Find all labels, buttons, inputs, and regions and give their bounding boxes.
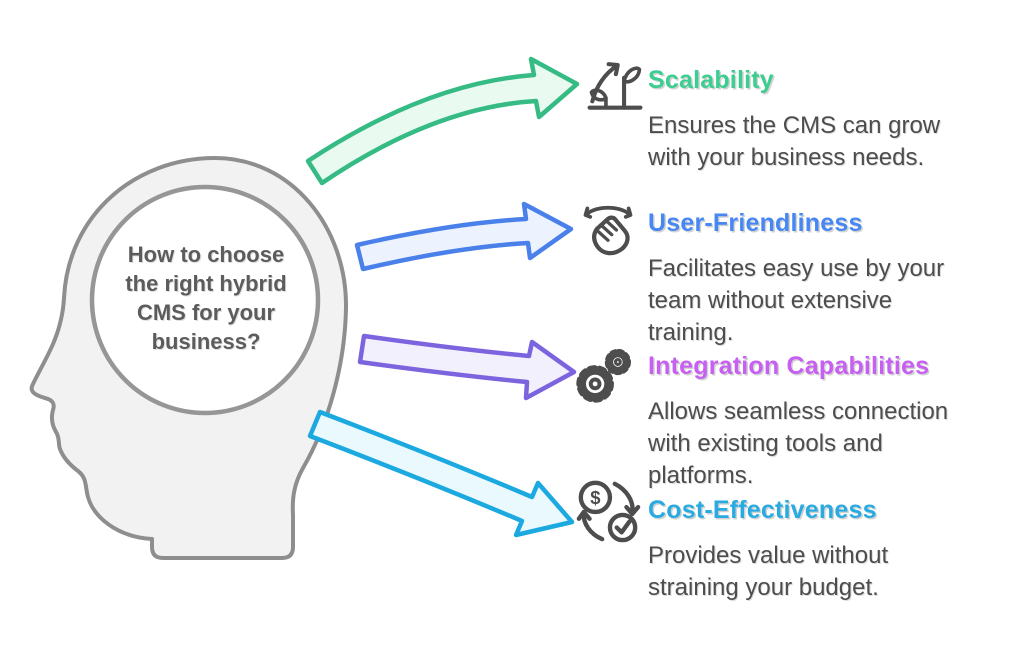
central-question: How to choose the right hybrid CMS for y… [100,240,312,356]
money-cycle-icon: $ [575,478,641,544]
arrow-to-scalability [305,56,580,186]
arrow-to-cost-effectiveness [307,409,575,538]
central-question-line: business? [151,329,261,354]
central-question-line: CMS for your [136,300,276,325]
item-description-scalability: Ensures the CMS can grow with your busin… [648,112,941,171]
benefit-item-integration-capabilities: Integration Capabilities Allows seamless… [648,352,1024,492]
thought-circle [89,184,321,416]
item-title-cost-effectiveness: Cost-Effectiveness [648,496,877,524]
item-description-cost-effectiveness: Provides value without straining your bu… [648,542,889,601]
benefit-item-scalability: Scalability Ensures the CMS can grow wit… [648,66,1024,174]
item-description-user-friendliness: Facilitates easy use by your team withou… [648,255,945,346]
central-question-line: the right hybrid [125,271,287,296]
arrow-to-user-friendliness [354,201,574,272]
growth-plant-icon [586,52,644,118]
waving-hand-icon [578,198,638,262]
benefit-item-user-friendliness: User-Friendliness Facilitates easy use b… [648,209,1024,349]
central-question-line: How to choose [127,242,285,267]
benefit-item-cost-effectiveness: Cost-Effectiveness Provides value withou… [648,496,1024,604]
item-title-user-friendliness: User-Friendliness [648,209,863,237]
item-description-integration-capabilities: Allows seamless connection with existing… [648,398,949,489]
gears-icon [574,348,632,404]
arrow-to-integration-capabilities [357,333,577,401]
svg-text:$: $ [590,487,600,508]
item-title-integration-capabilities: Integration Capabilities [648,352,930,380]
item-title-scalability: Scalability [648,66,774,94]
